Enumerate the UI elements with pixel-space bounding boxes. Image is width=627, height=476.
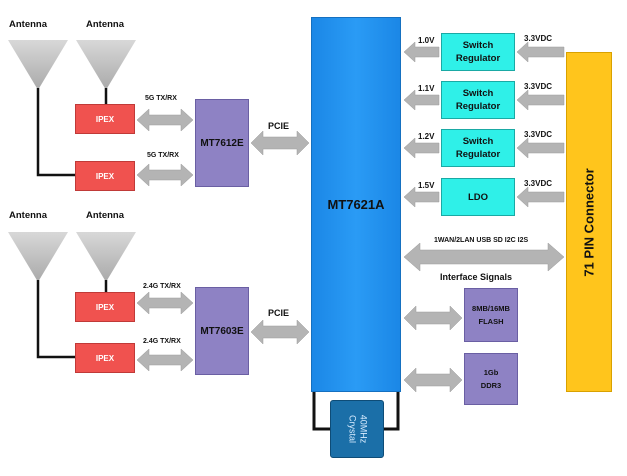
antenna-label: Antenna: [9, 210, 47, 221]
connector-label: 71 PIN Connector: [581, 167, 597, 277]
link-label: 2.4G TX/RX: [143, 283, 181, 290]
power-out-arrow: [403, 41, 440, 63]
bus-label: PCIE: [268, 121, 290, 131]
interface-top-label: 1WAN/2LAN USB SD I2C I2S: [434, 237, 529, 244]
rf-link-arrow: [136, 108, 194, 132]
crystal-wire: [384, 392, 400, 431]
ipex-label: IPEX: [95, 353, 115, 363]
regulator-line1: LDO: [467, 191, 489, 203]
crystal: 40MHz Crystal: [330, 400, 384, 458]
power-out-arrow: [403, 186, 440, 208]
soc-label: MT7621A: [327, 197, 385, 212]
ddr-bus-arrow: [403, 367, 463, 393]
ipex-connector: IPEX: [75, 292, 135, 322]
regulator-line1: Switch: [462, 40, 494, 51]
ddr-line1: 1Gb: [483, 368, 499, 377]
ipex-label: IPEX: [95, 114, 115, 124]
output-voltage-label: 1.5V: [418, 181, 435, 190]
input-voltage-label: 3.3VDC: [524, 82, 553, 91]
power-in-arrow: [516, 41, 565, 63]
antenna-feed-line: [36, 280, 77, 359]
regulator-line2: Regulator: [455, 101, 501, 112]
link-label: 2.4G TX/RX: [143, 338, 181, 345]
antenna-icon: [8, 232, 68, 282]
regulator-line1: Switch: [462, 136, 494, 147]
flash-line2: FLASH: [478, 317, 504, 326]
rf-link-arrow: [136, 163, 194, 187]
power-in-arrow: [516, 137, 565, 159]
antenna-label: Antenna: [9, 19, 47, 30]
regulator-line2: Regulator: [455, 53, 501, 64]
flash-chip: 8MB/16MB FLASH: [464, 288, 518, 342]
rf-link-arrow: [136, 348, 194, 372]
pcie-arrow: [250, 130, 310, 156]
antenna-feed-line: [36, 88, 77, 177]
crystal-wire: [312, 392, 330, 431]
pcie-arrow: [250, 319, 310, 345]
crystal-line2: Crystal: [346, 414, 357, 444]
output-voltage-label: 1.2V: [418, 132, 435, 141]
power-out-arrow: [403, 89, 440, 111]
regulator-line1: Switch: [462, 88, 494, 99]
wifi-chip-mt7603e: MT7603E: [195, 287, 249, 375]
antenna-icon: [8, 40, 68, 90]
flash-bus-arrow: [403, 305, 463, 331]
interface-bottom-label: Interface Signals: [440, 272, 513, 282]
crystal-line1: 40MHz: [357, 414, 368, 444]
ipex-label: IPEX: [95, 302, 115, 312]
ipex-label: IPEX: [95, 171, 115, 181]
power-in-arrow: [516, 89, 565, 111]
ipex-connector: IPEX: [75, 343, 135, 373]
rf-link-arrow: [136, 291, 194, 315]
regulator-line2: Regulator: [455, 149, 501, 160]
chip-label: MT7603E: [200, 325, 244, 337]
antenna-label: Antenna: [86, 19, 124, 30]
link-label: 5G TX/RX: [147, 152, 179, 159]
ddr-line2: DDR3: [480, 381, 502, 390]
flash-line1: 8MB/16MB: [472, 304, 510, 313]
link-label: 5G TX/RX: [145, 95, 177, 102]
power-out-arrow: [403, 137, 440, 159]
input-voltage-label: 3.3VDC: [524, 34, 553, 43]
output-voltage-label: 1.1V: [418, 84, 435, 93]
soc-mt7621a: MT7621A: [311, 17, 401, 392]
input-voltage-label: 3.3VDC: [524, 130, 553, 139]
regulator-box: LDO: [441, 178, 515, 216]
bus-label: PCIE: [268, 308, 290, 318]
output-voltage-label: 1.0V: [418, 36, 435, 45]
ipex-connector: IPEX: [75, 161, 135, 191]
ipex-connector: IPEX: [75, 104, 135, 134]
chip-label: MT7612E: [200, 137, 244, 149]
input-voltage-label: 3.3VDC: [524, 179, 553, 188]
interface-bus-arrow: [403, 242, 565, 272]
connector-71pin: 71 PIN Connector: [566, 52, 612, 392]
power-in-arrow: [516, 186, 565, 208]
antenna-label: Antenna: [86, 210, 124, 221]
antenna-icon: [76, 40, 136, 90]
antenna-icon: [76, 232, 136, 282]
wifi-chip-mt7612e: MT7612E: [195, 99, 249, 187]
